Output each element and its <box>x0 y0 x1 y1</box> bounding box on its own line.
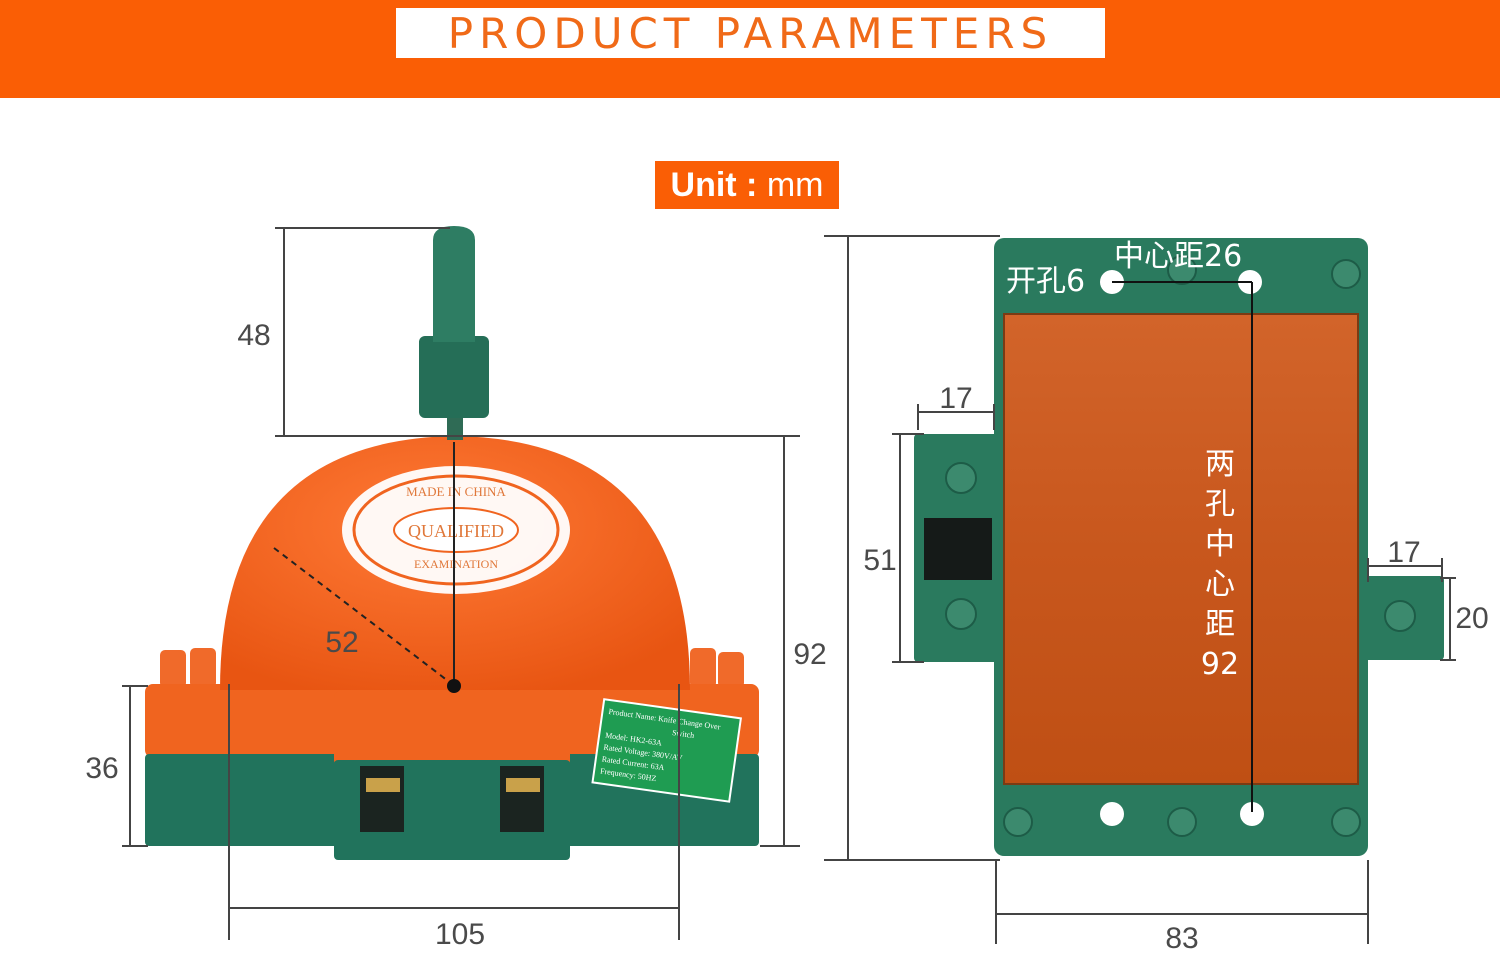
bottom-hole <box>1100 802 1124 826</box>
left-tab-hole <box>945 462 977 494</box>
screw-hole <box>1003 807 1033 837</box>
terminal-bumps <box>160 648 744 688</box>
dim-left-tab-width: 17 <box>939 382 972 415</box>
side-view: 开孔6 中心距26 两 孔 中 心 距 92 <box>824 235 1489 953</box>
dim-total-height: 92 <box>793 638 826 671</box>
dim-radius: 52 <box>325 626 358 659</box>
screw-hole <box>1331 807 1361 837</box>
dim-base-height: 36 <box>85 752 118 785</box>
orange-cover-panel <box>1003 313 1359 785</box>
screw-hole <box>1167 255 1197 285</box>
seal-top-text: MADE IN CHINA <box>406 484 506 499</box>
product-label-plate: Product Name: Knife Change Over Switch M… <box>591 698 742 803</box>
dim-right-tab-width: 17 <box>1387 536 1420 569</box>
screw-hole <box>1331 259 1361 289</box>
qualified-seal: MADE IN CHINA QUALIFIED EXAMINATION <box>342 466 570 594</box>
unit-label: Unit <box>670 165 737 204</box>
seal-center-text: QUALIFIED <box>408 521 504 541</box>
label-line: Switch <box>672 728 695 740</box>
dim-right-tab-height: 20 <box>1455 602 1488 635</box>
unit-badge: Unit : mm <box>655 161 839 209</box>
dim-handle-height: 48 <box>237 319 270 352</box>
handle <box>419 226 489 440</box>
right-tab-hole <box>1384 600 1416 632</box>
left-tab-slot <box>924 518 992 580</box>
vertical-label-char: 距 <box>1205 607 1235 642</box>
unit-value: mm <box>766 165 824 204</box>
seal-bottom-text: EXAMINATION <box>414 557 498 571</box>
vertical-label-char: 中 <box>1205 527 1235 562</box>
header-title: PRODUCT PARAMETERS <box>447 8 1054 58</box>
header-bar: PRODUCT PARAMETERS <box>0 0 1500 98</box>
header-title-box: PRODUCT PARAMETERS <box>396 8 1105 58</box>
bottom-hole <box>1240 802 1264 826</box>
vertical-label-char: 92 <box>1201 647 1239 682</box>
vertical-center-distance-label: 两 孔 中 心 距 92 <box>1201 447 1239 682</box>
vertical-label-char: 心 <box>1205 567 1235 602</box>
hole-diameter-label: 开孔6 <box>1006 264 1085 299</box>
left-tab-hole <box>945 598 977 630</box>
unit-colon: : <box>736 165 767 204</box>
side-dimension-lines <box>824 235 1456 944</box>
center-terminal-block <box>334 690 570 860</box>
dim-side-width: 83 <box>1165 922 1198 953</box>
screw-hole <box>1167 807 1197 837</box>
dim-width: 105 <box>435 918 485 951</box>
front-view: MADE IN CHINA QUALIFIED EXAMINATION Prod… <box>85 226 827 951</box>
dim-left-tab-height: 51 <box>863 544 896 577</box>
vertical-label-char: 孔 <box>1205 487 1235 522</box>
center-distance-label: 中心距26 <box>1114 239 1242 274</box>
front-dimension-lines <box>122 227 800 940</box>
vertical-label-char: 两 <box>1205 447 1235 482</box>
